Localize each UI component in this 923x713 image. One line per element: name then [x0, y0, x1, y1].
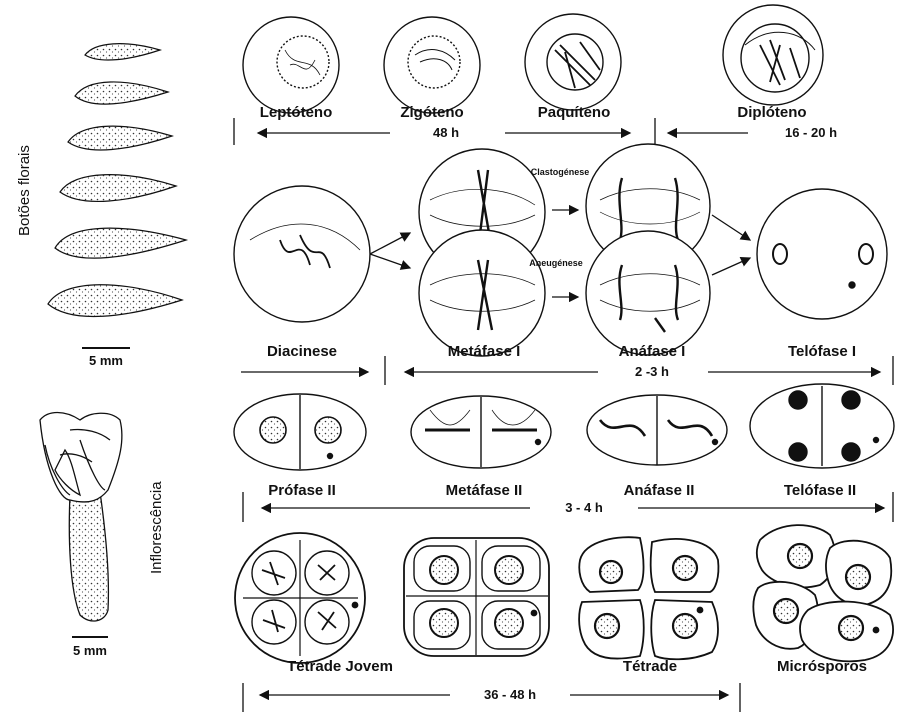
cell-tetrade-jovem-2 [404, 538, 549, 656]
label-clastogenese: Clastogénese [531, 167, 590, 177]
label-anafase-i: Anáfase I [619, 343, 686, 360]
bud-5 [55, 228, 186, 258]
label-3-4h: 3 - 4 h [565, 500, 603, 515]
cell-anafase-ii [587, 395, 727, 465]
cell-profase-ii [234, 394, 366, 470]
cell-microsporos [753, 525, 893, 661]
label-48h: 48 h [433, 125, 459, 140]
label-metafase-i: Metáfase I [448, 343, 521, 360]
label-metafase-ii: Metáfase II [446, 482, 523, 499]
label-paquiteno: Paquíteno [538, 104, 611, 121]
cell-tetrade [579, 537, 718, 659]
flower-buds [48, 44, 186, 317]
cell-telofase-ii [750, 384, 894, 468]
label-microsporos: Micrósporos [777, 658, 867, 675]
label-tetrade-jovem: Tétrade Jovem [287, 658, 393, 675]
row1-cells [243, 5, 823, 113]
label-tetrade: Tétrade [623, 658, 677, 675]
row1-arrows [234, 118, 748, 145]
inflorescence-drawing [40, 413, 122, 622]
label-diploteno: Diplóteno [737, 104, 806, 121]
row2-arrows [241, 356, 893, 385]
cell-leptoteno [243, 17, 339, 113]
cell-metafase-aneugenese [419, 230, 545, 356]
label-buds: Botões florais [16, 145, 33, 236]
cell-metafase-ii [411, 396, 551, 468]
label-anafase-ii: Anáfase II [624, 482, 695, 499]
scale-label-bottom: 5 mm [73, 643, 107, 658]
label-inflorescence: Inflorescência [148, 481, 165, 574]
label-telofase-i: Telófase I [788, 343, 856, 360]
bud-1 [85, 44, 160, 60]
label-zigoteno: Zigóteno [400, 104, 463, 121]
cell-diacinese [234, 186, 370, 322]
cell-zigoteno [384, 17, 480, 113]
label-16-20h: 16 - 20 h [785, 125, 837, 140]
cell-paquiteno [525, 14, 621, 110]
bud-4 [60, 175, 176, 202]
label-36-48h: 36 - 48 h [484, 687, 536, 702]
label-telofase-ii: Telófase II [784, 482, 856, 499]
cell-anafase-aneugenese [586, 231, 710, 355]
cell-telofase-i [757, 189, 887, 319]
row4-cells [235, 525, 893, 663]
row3-cells [234, 384, 894, 470]
label-leptoteno: Leptóteno [260, 104, 333, 121]
cell-tetrade-jovem [235, 533, 365, 663]
bud-3 [68, 126, 172, 150]
label-2-3h: 2 -3 h [635, 364, 669, 379]
scale-label-top: 5 mm [89, 353, 123, 368]
bud-6 [48, 285, 182, 317]
bud-2 [75, 82, 168, 104]
label-aneugenese: Aneugénese [529, 258, 583, 268]
cell-diploteno [723, 5, 823, 105]
label-diacinese: Diacinese [267, 343, 337, 360]
label-profase-ii: Prófase II [268, 482, 336, 499]
